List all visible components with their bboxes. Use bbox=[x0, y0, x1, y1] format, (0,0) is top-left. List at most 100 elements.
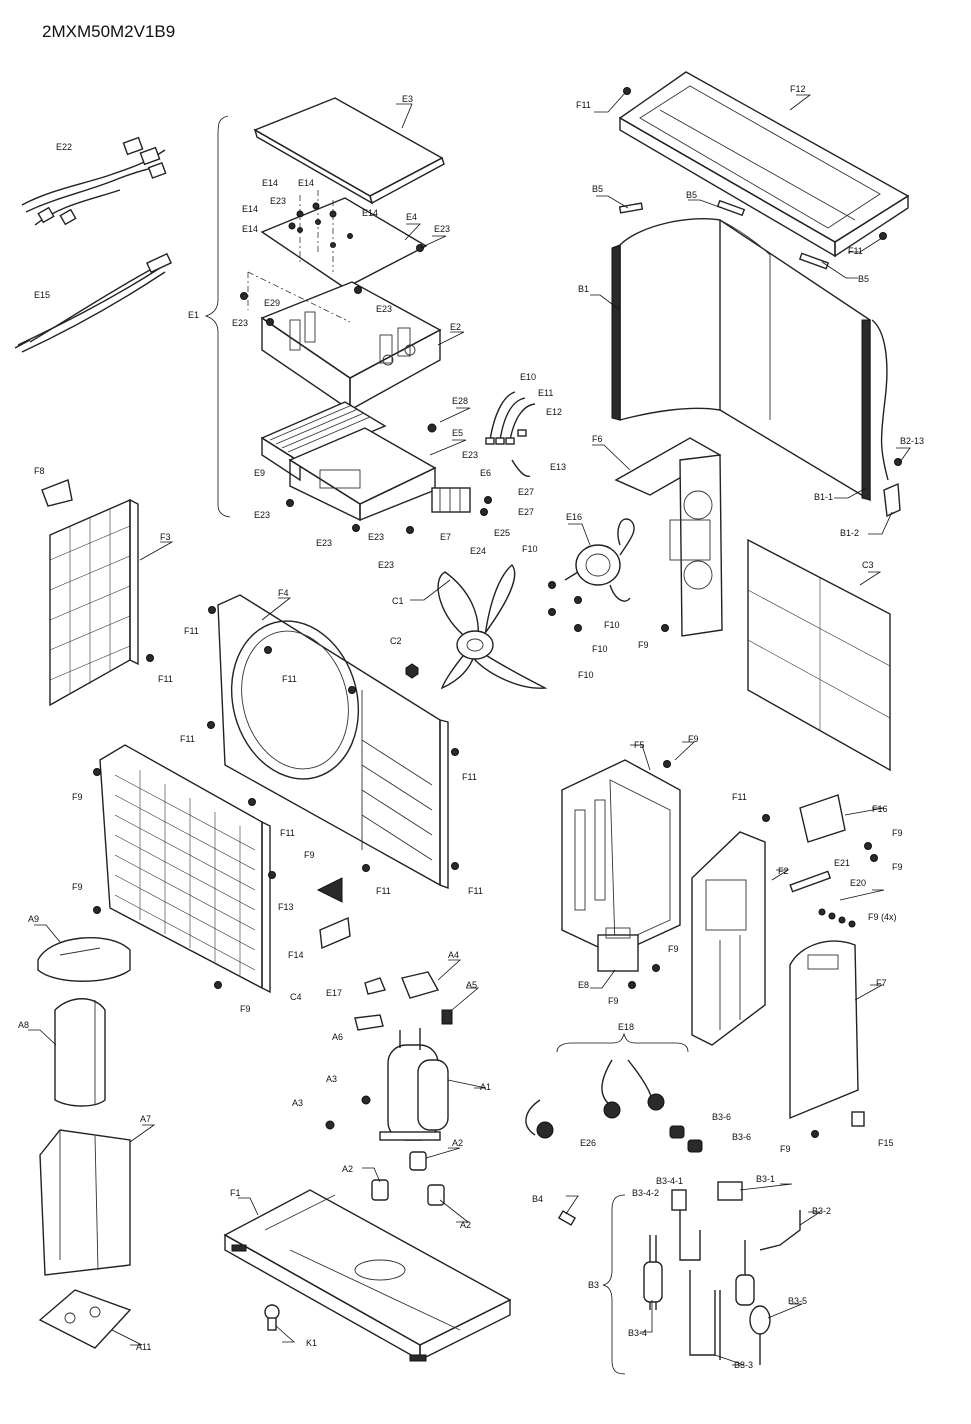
label-a2-a: A2 bbox=[452, 1138, 463, 1148]
label-b5-c: B5 bbox=[858, 274, 869, 284]
label-e12: E12 bbox=[546, 407, 562, 417]
label-f13: F13 bbox=[278, 902, 294, 912]
label-f9-h: F9 bbox=[668, 944, 679, 954]
label-a2-b: A2 bbox=[342, 1164, 353, 1174]
cap-b4 bbox=[557, 1210, 577, 1226]
label-f11-k: F11 bbox=[468, 886, 483, 896]
label-f14: F14 bbox=[288, 950, 304, 960]
label-f9-i: F9 bbox=[608, 996, 619, 1006]
label-f9-b: F9 bbox=[688, 734, 699, 744]
wire-harness-e22 bbox=[21, 136, 167, 226]
label-e14-d: E14 bbox=[362, 208, 378, 218]
label-f4: F4 bbox=[278, 588, 289, 598]
screws-e14 bbox=[288, 190, 337, 272]
service-cover-f7 bbox=[789, 940, 859, 1120]
label-e10: E10 bbox=[520, 372, 536, 382]
cover-e3 bbox=[253, 97, 445, 205]
label-f9-j: F9 bbox=[240, 1004, 251, 1014]
plate-e4 bbox=[260, 197, 428, 289]
label-f11-f: F11 bbox=[180, 734, 195, 744]
label-e5: E5 bbox=[452, 428, 463, 438]
label-e27-a: E27 bbox=[518, 487, 534, 497]
label-e23-b: E23 bbox=[434, 224, 450, 234]
label-a9: A9 bbox=[28, 914, 39, 924]
label-a7: A7 bbox=[140, 1114, 151, 1124]
label-a3-b: A3 bbox=[292, 1098, 303, 1108]
label-f11-d: F11 bbox=[282, 674, 297, 684]
label-f9-g: F9 bbox=[72, 882, 83, 892]
label-e25: E25 bbox=[494, 528, 510, 538]
side-plate-f2 bbox=[691, 831, 766, 1046]
label-f9-d: F9 bbox=[892, 828, 903, 838]
partition-f6 bbox=[614, 437, 723, 637]
handle-f8 bbox=[41, 479, 73, 507]
label-b1: B1 bbox=[578, 284, 589, 294]
label-a5: A5 bbox=[466, 980, 477, 990]
label-e23-e: E23 bbox=[462, 450, 478, 460]
label-e2: E2 bbox=[450, 322, 461, 332]
label-e23-a: E23 bbox=[270, 196, 286, 206]
bracket-b3 bbox=[602, 1194, 626, 1375]
label-f9-4x: F9 (4x) bbox=[868, 912, 897, 922]
label-c3: C3 bbox=[862, 560, 874, 570]
label-a3-a: A3 bbox=[326, 1074, 337, 1084]
label-e23-f: E23 bbox=[254, 510, 270, 520]
part-labels: E3 E14 E14 E23 E14 E14 E4 E14 E23 E29 E2… bbox=[18, 84, 924, 1370]
label-a4: A4 bbox=[448, 950, 459, 960]
label-b1-1: B1-1 bbox=[814, 492, 833, 502]
label-e27-b: E27 bbox=[518, 507, 534, 517]
discharge-grille-c4 bbox=[99, 744, 271, 994]
label-a2-c: A2 bbox=[460, 1220, 471, 1230]
label-e8: E8 bbox=[578, 980, 589, 990]
leader-lines bbox=[28, 92, 911, 1366]
label-f11-g: F11 bbox=[462, 772, 477, 782]
label-f6: F6 bbox=[592, 434, 603, 444]
label-e4: E4 bbox=[406, 212, 417, 222]
label-e23-d: E23 bbox=[232, 318, 248, 328]
label-e26: E26 bbox=[580, 1138, 596, 1148]
label-b3: B3 bbox=[588, 1280, 599, 1290]
label-f12: F12 bbox=[790, 84, 806, 94]
label-b3-4-1: B3-4-1 bbox=[656, 1176, 683, 1186]
label-f9-c: F9 bbox=[72, 792, 83, 802]
plate-a11 bbox=[38, 1289, 132, 1349]
label-e14-e: E14 bbox=[242, 224, 258, 234]
bracket-e18 bbox=[556, 1032, 689, 1053]
misc-small-parts-a bbox=[325, 977, 453, 1130]
piping-b3 bbox=[643, 1181, 801, 1365]
label-c1: C1 bbox=[392, 596, 404, 606]
propeller-fan-c1 bbox=[437, 564, 548, 690]
top-panel-f12 bbox=[618, 71, 910, 258]
label-f11-a: F11 bbox=[576, 100, 591, 110]
valve-b1-2 bbox=[883, 482, 901, 518]
label-f9-a: F9 bbox=[638, 640, 649, 650]
label-e14-a: E14 bbox=[262, 178, 278, 188]
sensor-e26 bbox=[525, 1099, 554, 1139]
heatsink-e9 bbox=[260, 401, 387, 482]
label-b3-6-b: B3-6 bbox=[732, 1132, 751, 1142]
grille-mesh bbox=[114, 770, 256, 976]
label-b5-b: B5 bbox=[686, 190, 697, 200]
label-b3-6-a: B3-6 bbox=[712, 1112, 731, 1122]
label-f1: F1 bbox=[230, 1188, 241, 1198]
sound-blanket-a8 bbox=[54, 998, 106, 1107]
label-a11: A11 bbox=[136, 1342, 151, 1352]
label-e24: E24 bbox=[470, 546, 486, 556]
label-f10-b: F10 bbox=[604, 620, 620, 630]
insulation-a9 bbox=[37, 937, 131, 982]
pcb-tray-e5 bbox=[288, 427, 437, 522]
label-f5: F5 bbox=[634, 740, 645, 750]
labels-f13-f14 bbox=[316, 877, 351, 950]
suction-grille-f3 bbox=[49, 498, 139, 707]
label-e7: E7 bbox=[440, 532, 451, 542]
label-f10-c: F10 bbox=[592, 644, 608, 654]
label-e15: E15 bbox=[34, 290, 50, 300]
label-f16: F16 bbox=[872, 804, 888, 814]
sound-blanket-a7 bbox=[39, 1129, 131, 1276]
label-e23-g: E23 bbox=[368, 532, 384, 542]
sensor-leads-e10-e13 bbox=[427, 391, 536, 477]
label-c4: C4 bbox=[290, 992, 302, 1002]
label-e21: E21 bbox=[834, 858, 850, 868]
label-c2: C2 bbox=[390, 636, 402, 646]
